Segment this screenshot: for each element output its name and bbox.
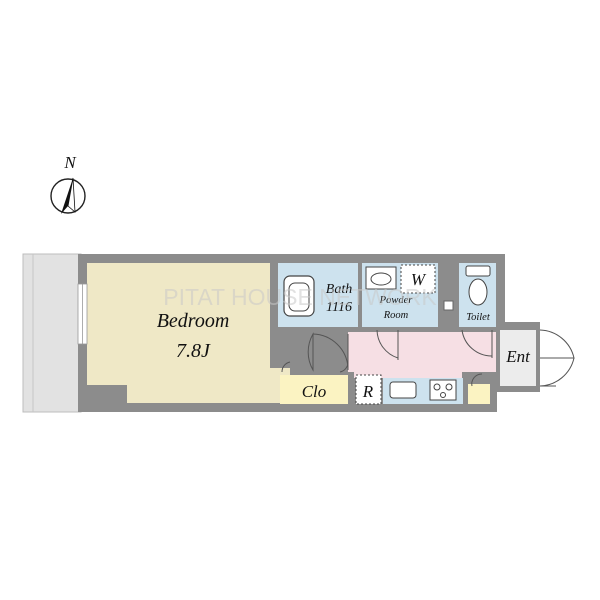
powder-room-label-2: Room — [383, 310, 409, 321]
toilet-icon — [465, 265, 491, 306]
refrigerator-label: R — [362, 382, 374, 401]
washer-space — [400, 264, 436, 294]
bathtub-icon — [283, 275, 315, 317]
north-arrow-icon — [50, 177, 86, 214]
washer-label: W — [411, 270, 427, 289]
bedroom-size: 7.8J — [176, 340, 211, 362]
closet-label: Clo — [302, 382, 327, 401]
bedroom-floor — [87, 263, 290, 403]
compass: N — [50, 153, 86, 214]
entrance-label: Ent — [505, 347, 531, 366]
sink-icon — [389, 381, 417, 399]
bath-label: Bath — [326, 282, 352, 297]
toilet-label: Toilet — [466, 312, 491, 323]
hall-floor — [348, 332, 496, 378]
closet-floor — [280, 375, 348, 404]
compass-north-label: N — [63, 153, 77, 172]
balcony — [22, 253, 82, 413]
bath-size: 1116 — [326, 300, 352, 315]
watermark: PITAT HOUSE NETWORK — [163, 284, 437, 310]
stove-icon — [429, 379, 457, 401]
entrance-floor — [500, 330, 536, 386]
powder-room-label-1: Powder — [379, 295, 414, 306]
refrigerator-space — [355, 374, 382, 405]
bedroom-label: Bedroom — [157, 310, 230, 332]
shoe-storage — [468, 384, 490, 404]
door-swings — [281, 329, 575, 387]
